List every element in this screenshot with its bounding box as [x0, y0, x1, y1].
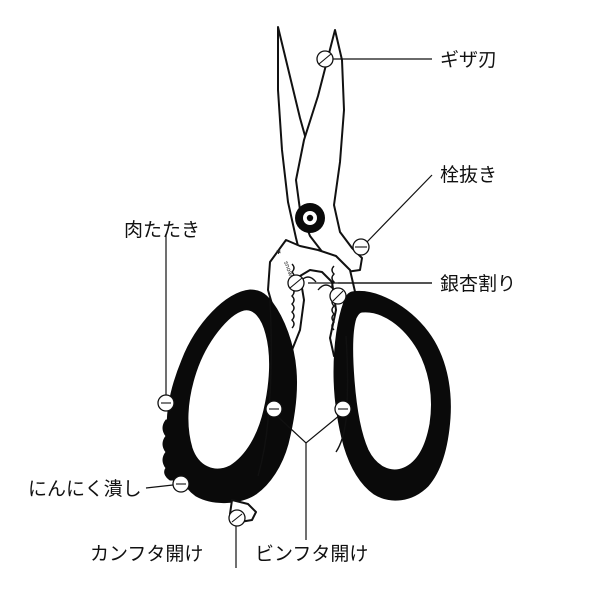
- marker-bottle-lid-right: [334, 400, 352, 418]
- marker-garlic-crusher: [172, 475, 190, 493]
- marker-serrated-blade: [316, 50, 334, 68]
- left-handle-grip-hole: [187, 309, 271, 470]
- marker-bottle-lid-left: [265, 400, 283, 418]
- marker-ginkgo-right: [329, 287, 347, 305]
- callout-labels: ギザ刃 栓抜き 銀杏割り 肉たたき にんにく潰し カンフタ開け ビンフタ開け: [28, 49, 516, 565]
- left-handle-bumps: [162, 419, 181, 481]
- label-garlic-crusher: にんにく潰し: [28, 478, 142, 500]
- gripper-teeth-left: [291, 263, 295, 329]
- svg-text:✱: ✱: [276, 249, 281, 256]
- marker-ginkgo-left: [287, 274, 305, 292]
- marker-meat-tenderizer: [157, 394, 175, 412]
- marker-can-lid-opener: [228, 509, 246, 527]
- label-cap-opener: 栓抜き: [440, 164, 497, 186]
- label-meat-tenderizer: 肉たたき: [124, 219, 200, 241]
- callout-markers: [157, 50, 370, 527]
- pivot-screw: [295, 203, 325, 233]
- label-serrated-blade: ギザ刃: [440, 49, 497, 71]
- right-handle-grip-hole: [352, 311, 432, 471]
- bottle-opener-edge-right: [335, 335, 349, 453]
- label-can-lid-opener: カンフタ開け: [90, 543, 203, 565]
- leader-lines: [145, 58, 433, 568]
- scissors-illustration: ✱ snow peak: [162, 26, 451, 523]
- label-ginkgo-cracker: 銀杏割り: [440, 273, 516, 295]
- label-bottle-lid-opener: ビンフタ開け: [255, 543, 368, 565]
- marker-cap-opener: [352, 238, 370, 256]
